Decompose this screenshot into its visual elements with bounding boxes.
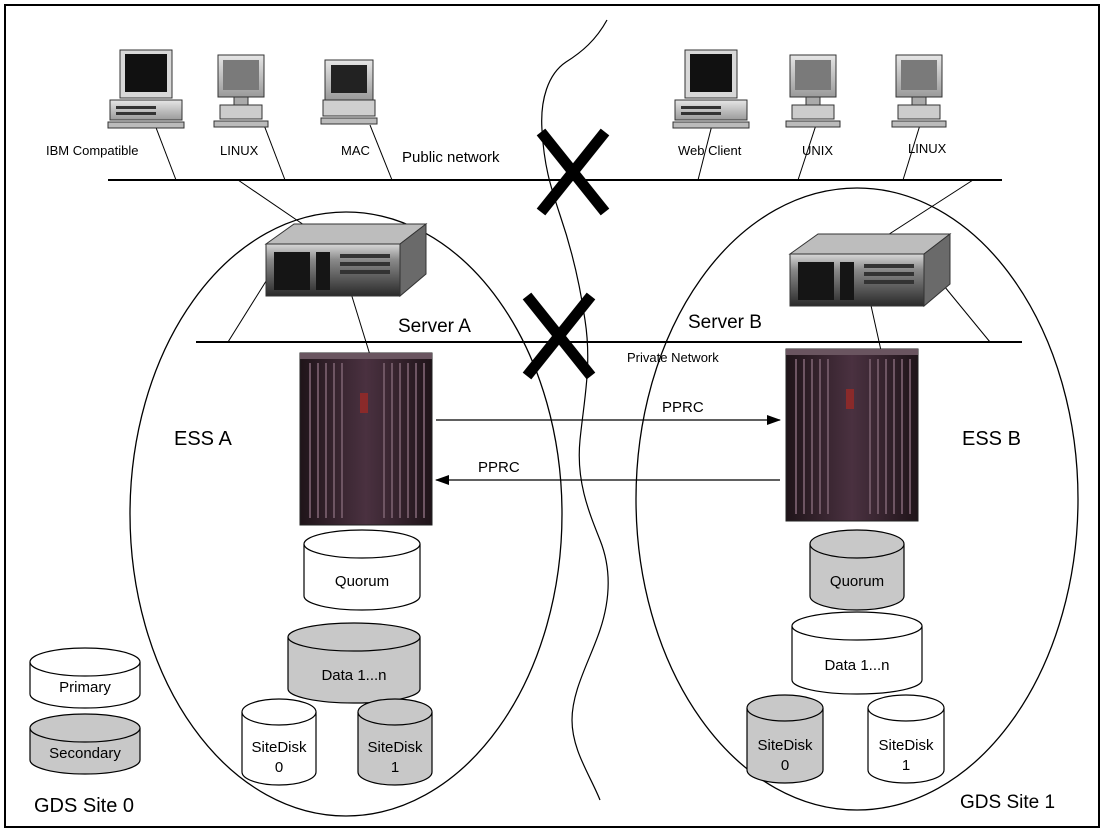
site0-data-disk	[287, 622, 421, 704]
site0-quorum-disk	[303, 529, 421, 611]
site1-sitedisk0-disk	[746, 694, 824, 784]
ess-b-storage-icon	[785, 348, 919, 522]
site1-quorum-disk	[809, 529, 905, 611]
site1-boundary	[635, 187, 1079, 811]
site1-label: GDS Site 1	[960, 792, 1055, 813]
site1-quorum-label: Quorum	[830, 573, 884, 590]
client-link	[154, 124, 177, 181]
public-network-label: Public network	[402, 149, 500, 166]
client-link	[797, 124, 817, 181]
server-a-ess-link	[349, 289, 371, 356]
web-client-computer-icon	[672, 49, 750, 129]
client-label-unix: UNIX	[802, 143, 833, 158]
linux-computer-icon	[213, 54, 269, 128]
outer-frame	[4, 4, 1100, 828]
site1-data-disk	[791, 611, 923, 695]
ibm-compatible-computer-icon	[107, 49, 185, 129]
site-divider-line	[541, 19, 609, 801]
legend-primary-label: Primary	[59, 679, 111, 696]
ess-b-label: ESS B	[962, 428, 1021, 450]
server-a-label: Server A	[398, 316, 471, 337]
client-label-web-client: Web Client	[678, 143, 742, 158]
site0-sitedisk1-number: 1	[391, 759, 399, 776]
private-network-label: Private Network	[627, 350, 719, 365]
server-b-public-link	[879, 179, 974, 241]
client-label-ibm-compatible: IBM Compatible	[46, 143, 138, 158]
site0-sitedisk1-disk	[357, 698, 433, 786]
site1-sitedisk1-label: SiteDisk	[878, 737, 934, 754]
legend-secondary-label: Secondary	[49, 745, 121, 762]
site1-sitedisk0-number: 0	[781, 757, 789, 774]
ess-a-storage-icon	[299, 352, 433, 526]
unix-computer-icon	[785, 54, 841, 128]
server-b-label: Server B	[688, 312, 762, 333]
pprc-label-bottom: PPRC	[478, 459, 520, 476]
site0-label: GDS Site 0	[34, 795, 134, 817]
site0-sitedisk0-number: 0	[275, 759, 283, 776]
site1-sitedisk0-label: SiteDisk	[757, 737, 813, 754]
site0-data-label: Data 1...n	[321, 667, 386, 684]
ess-a-label: ESS A	[174, 428, 232, 450]
legend-secondary-disk	[29, 713, 141, 775]
server-b-icon	[788, 232, 952, 308]
client-label-mac: MAC	[341, 143, 370, 158]
site0-boundary	[129, 211, 563, 817]
x-mark-icon	[536, 128, 610, 216]
client-link	[902, 124, 921, 181]
site0-sitedisk1-label: SiteDisk	[367, 739, 423, 756]
site0-sitedisk0-disk	[241, 698, 317, 786]
client-link	[369, 124, 393, 181]
site1-data-label: Data 1...n	[824, 657, 889, 674]
client-label-linux: LINUX	[220, 143, 259, 158]
pprc-label-top: PPRC	[662, 399, 704, 416]
x-mark-icon	[522, 292, 596, 380]
site0-quorum-label: Quorum	[335, 573, 389, 590]
site1-sitedisk1-number: 1	[902, 757, 910, 774]
legend-primary-disk	[29, 647, 141, 709]
server-a-icon	[264, 222, 428, 298]
client-link	[697, 124, 713, 181]
client-link	[263, 124, 286, 181]
site1-sitedisk1-disk	[867, 694, 945, 784]
site0-sitedisk0-label: SiteDisk	[251, 739, 307, 756]
linux-computer-icon	[891, 54, 947, 128]
client-label-linux-right: LINUX	[908, 141, 947, 156]
mac-computer-icon	[320, 59, 378, 125]
